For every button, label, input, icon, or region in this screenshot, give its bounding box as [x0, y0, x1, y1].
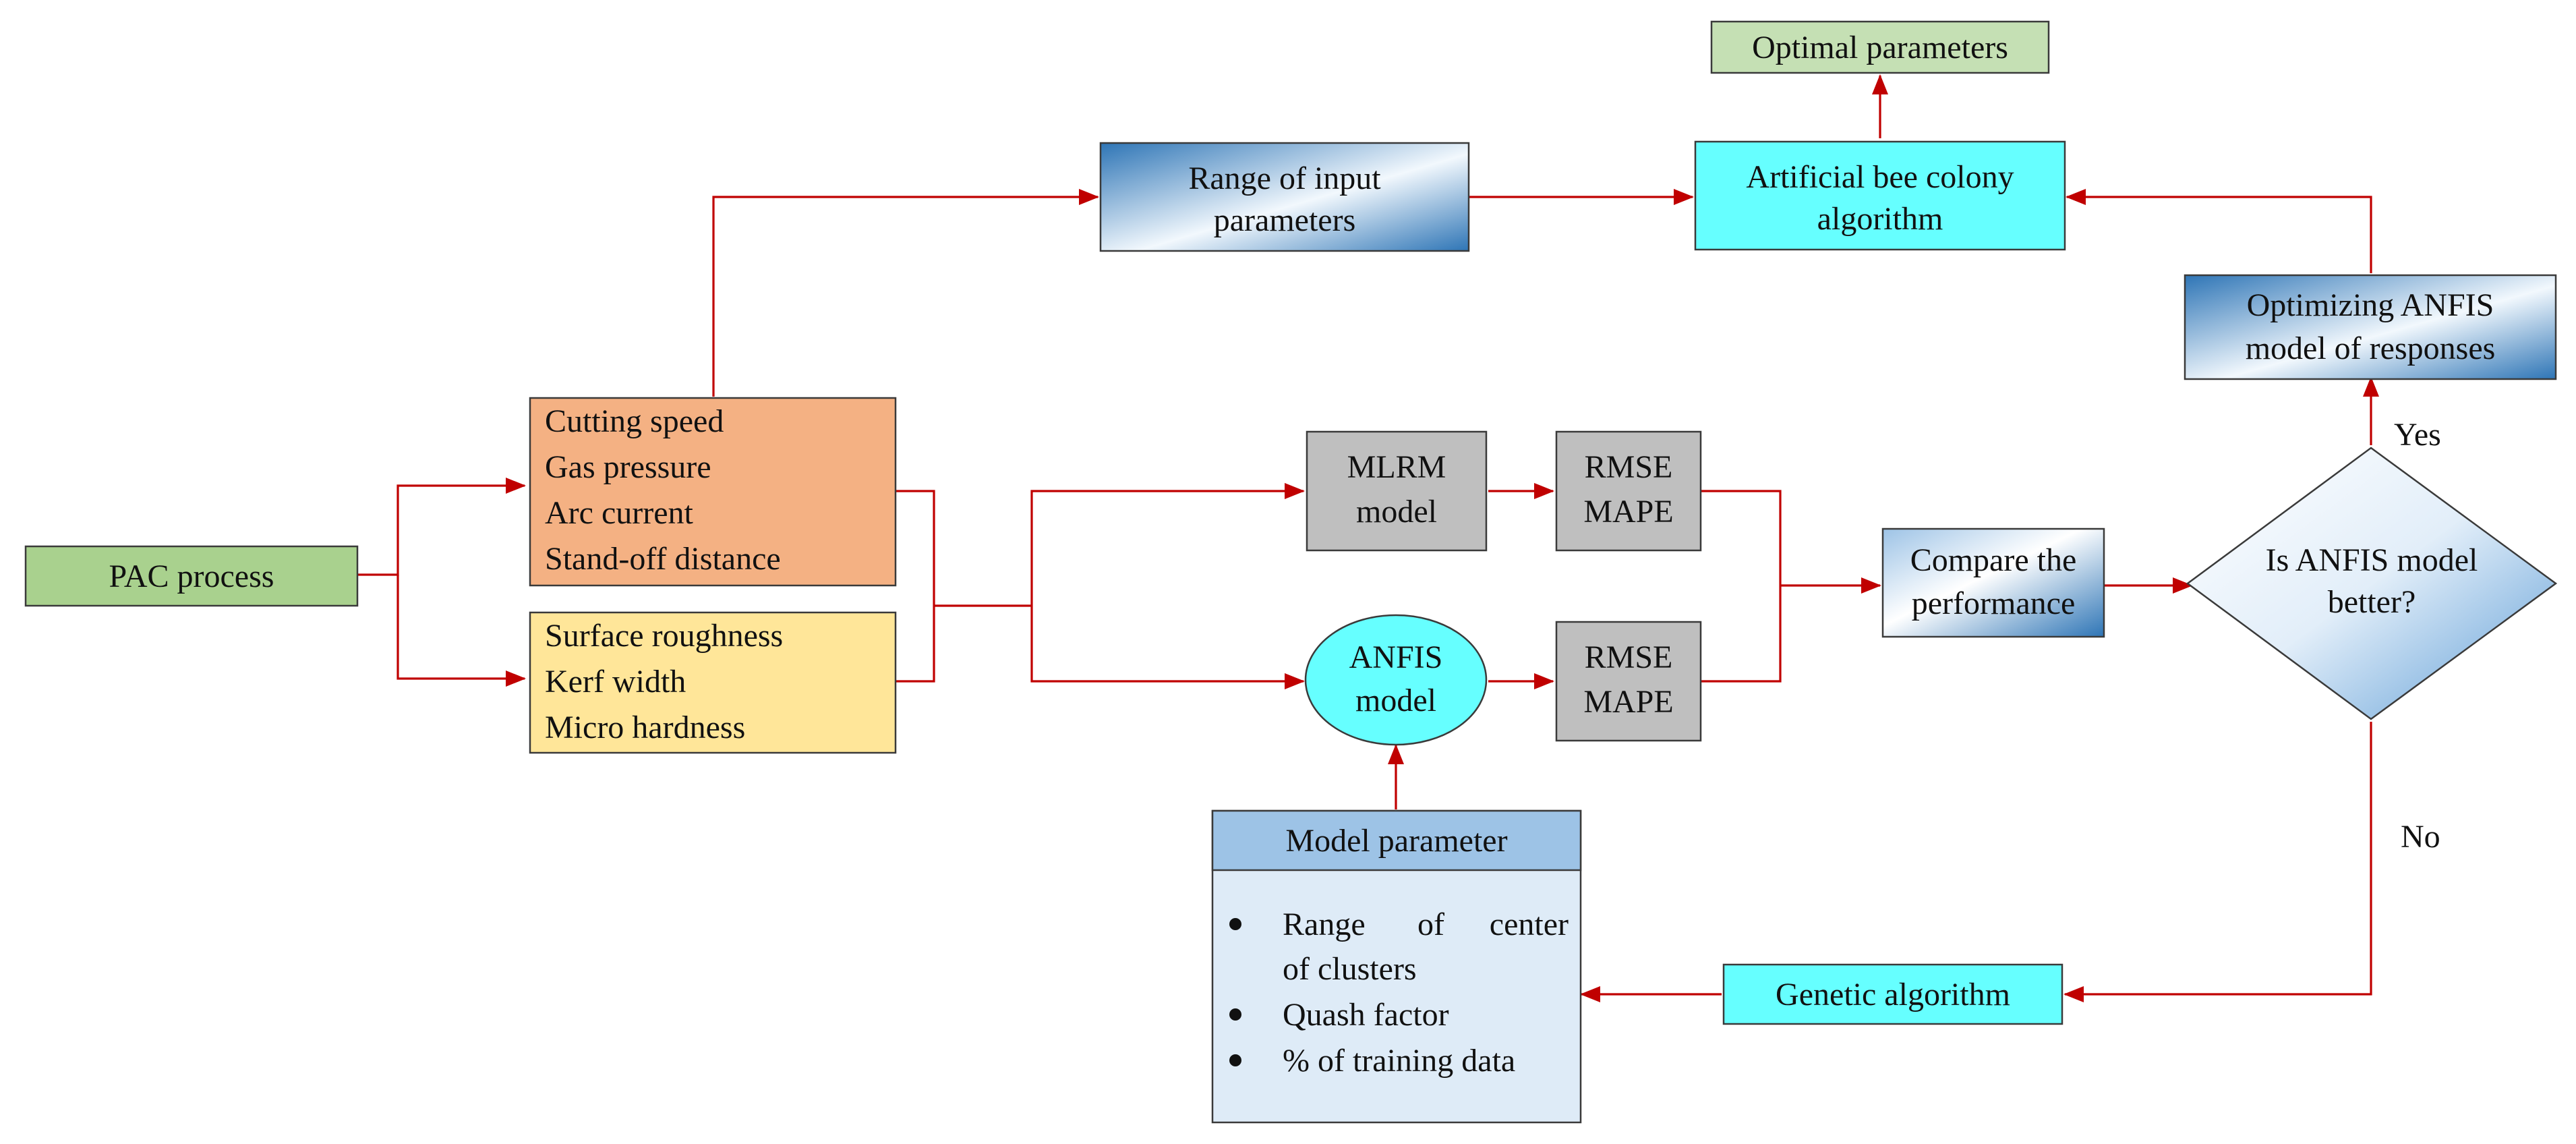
model-param-item-1-word-2: of	[1417, 907, 1444, 942]
output-item-kerf-width: Kerf width	[545, 664, 686, 699]
mlrm-line-2: model	[1356, 494, 1437, 530]
input-item-gas-pressure: Gas pressure	[545, 449, 711, 485]
optimizing-line-1: Optimizing ANFIS	[2247, 287, 2494, 323]
line-inputs-right	[896, 490, 935, 683]
rmse-top-line-2: MAPE	[1583, 494, 1673, 530]
model-param-item-1-continued: of clusters	[1283, 951, 1417, 987]
model-param-item-1-word-1: Range	[1283, 907, 1366, 942]
artificial-bee-colony-box: Artificial bee colony algorithm	[1694, 140, 2066, 251]
pac-process-label: PAC process	[109, 559, 274, 594]
pac-process-box: PAC process	[24, 545, 359, 607]
model-param-item-3: % of training data	[1283, 1043, 1515, 1079]
arrow-to-mlrm	[1030, 483, 1305, 606]
arrow-decision-no	[2063, 722, 2372, 1002]
decision-line-1: Is ANFIS model	[2266, 542, 2478, 578]
mlrm-model-box: MLRM model	[1306, 430, 1488, 552]
range-of-input-line-2: parameters	[1214, 202, 1356, 238]
rmse-mape-bottom-box: RMSE MAPE	[1555, 621, 1702, 742]
compare-line-1: Compare the	[1910, 542, 2077, 578]
input-parameters-box: Cutting speed Gas pressure Arc current S…	[529, 397, 897, 587]
line-rmse-top-out	[1701, 490, 1782, 683]
bullet-icon	[1229, 918, 1241, 930]
anfis-line-2: model	[1355, 683, 1436, 718]
arrow-pac-to-inputs	[357, 478, 526, 576]
optimal-parameters-label: Optimal parameters	[1752, 30, 2008, 65]
genetic-algorithm-box: Genetic algorithm	[1722, 963, 2063, 1025]
output-item-micro-hardness: Micro hardness	[545, 710, 745, 745]
arrow-to-anfis	[1030, 606, 1305, 689]
rmse-bottom-line-2: MAPE	[1583, 684, 1673, 720]
arrow-pac-to-outputs	[397, 575, 526, 687]
model-param-item-1-word-3: center	[1490, 907, 1569, 942]
range-of-input-box: Range of input parameters	[1099, 142, 1470, 252]
abc-line-2: algorithm	[1817, 201, 1943, 237]
no-label: No	[2401, 819, 2440, 855]
optimizing-line-2: model of responses	[2246, 331, 2496, 366]
yes-label: Yes	[2394, 417, 2441, 453]
model-parameter-title: Model parameter	[1285, 823, 1507, 859]
mlrm-line-1: MLRM	[1347, 449, 1446, 485]
abc-line-1: Artificial bee colony	[1746, 159, 2014, 195]
compare-line-2: performance	[1912, 585, 2076, 621]
input-item-arc-current: Arc current	[545, 495, 694, 531]
rmse-mape-top-box: RMSE MAPE	[1555, 430, 1702, 552]
bullet-icon	[1229, 1008, 1241, 1021]
bullet-icon	[1229, 1054, 1241, 1066]
model-param-item-2: Quash factor	[1283, 997, 1449, 1033]
connectors	[357, 74, 2379, 1002]
anfis-line-1: ANFIS	[1349, 639, 1443, 675]
arrow-optimizing-to-abc	[2066, 189, 2372, 273]
rmse-top-line-1: RMSE	[1585, 449, 1673, 485]
arrow-inputs-to-range	[712, 189, 1099, 397]
anfis-model-ellipse: ANFIS model	[1304, 614, 1488, 746]
output-item-surface-roughness: Surface roughness	[545, 618, 783, 654]
model-parameter-panel: Model parameter Range of center of clust…	[1211, 809, 1582, 1124]
compare-performance-box: Compare the performance	[1881, 527, 2105, 638]
optimizing-anfis-box: Optimizing ANFIS model of responses	[2184, 274, 2557, 380]
output-responses-box: Surface roughness Kerf width Micro hardn…	[529, 611, 897, 754]
input-item-stand-off-distance: Stand-off distance	[545, 541, 781, 577]
decision-line-2: better?	[2328, 584, 2416, 620]
rmse-bottom-line-1: RMSE	[1585, 639, 1673, 675]
genetic-algorithm-label: Genetic algorithm	[1776, 977, 2010, 1012]
input-item-cutting-speed: Cutting speed	[545, 403, 724, 439]
range-of-input-line-1: Range of input	[1188, 161, 1381, 196]
optimal-parameters-box: Optimal parameters	[1710, 20, 2050, 74]
decision-diamond: Is ANFIS model better?	[2186, 447, 2558, 720]
